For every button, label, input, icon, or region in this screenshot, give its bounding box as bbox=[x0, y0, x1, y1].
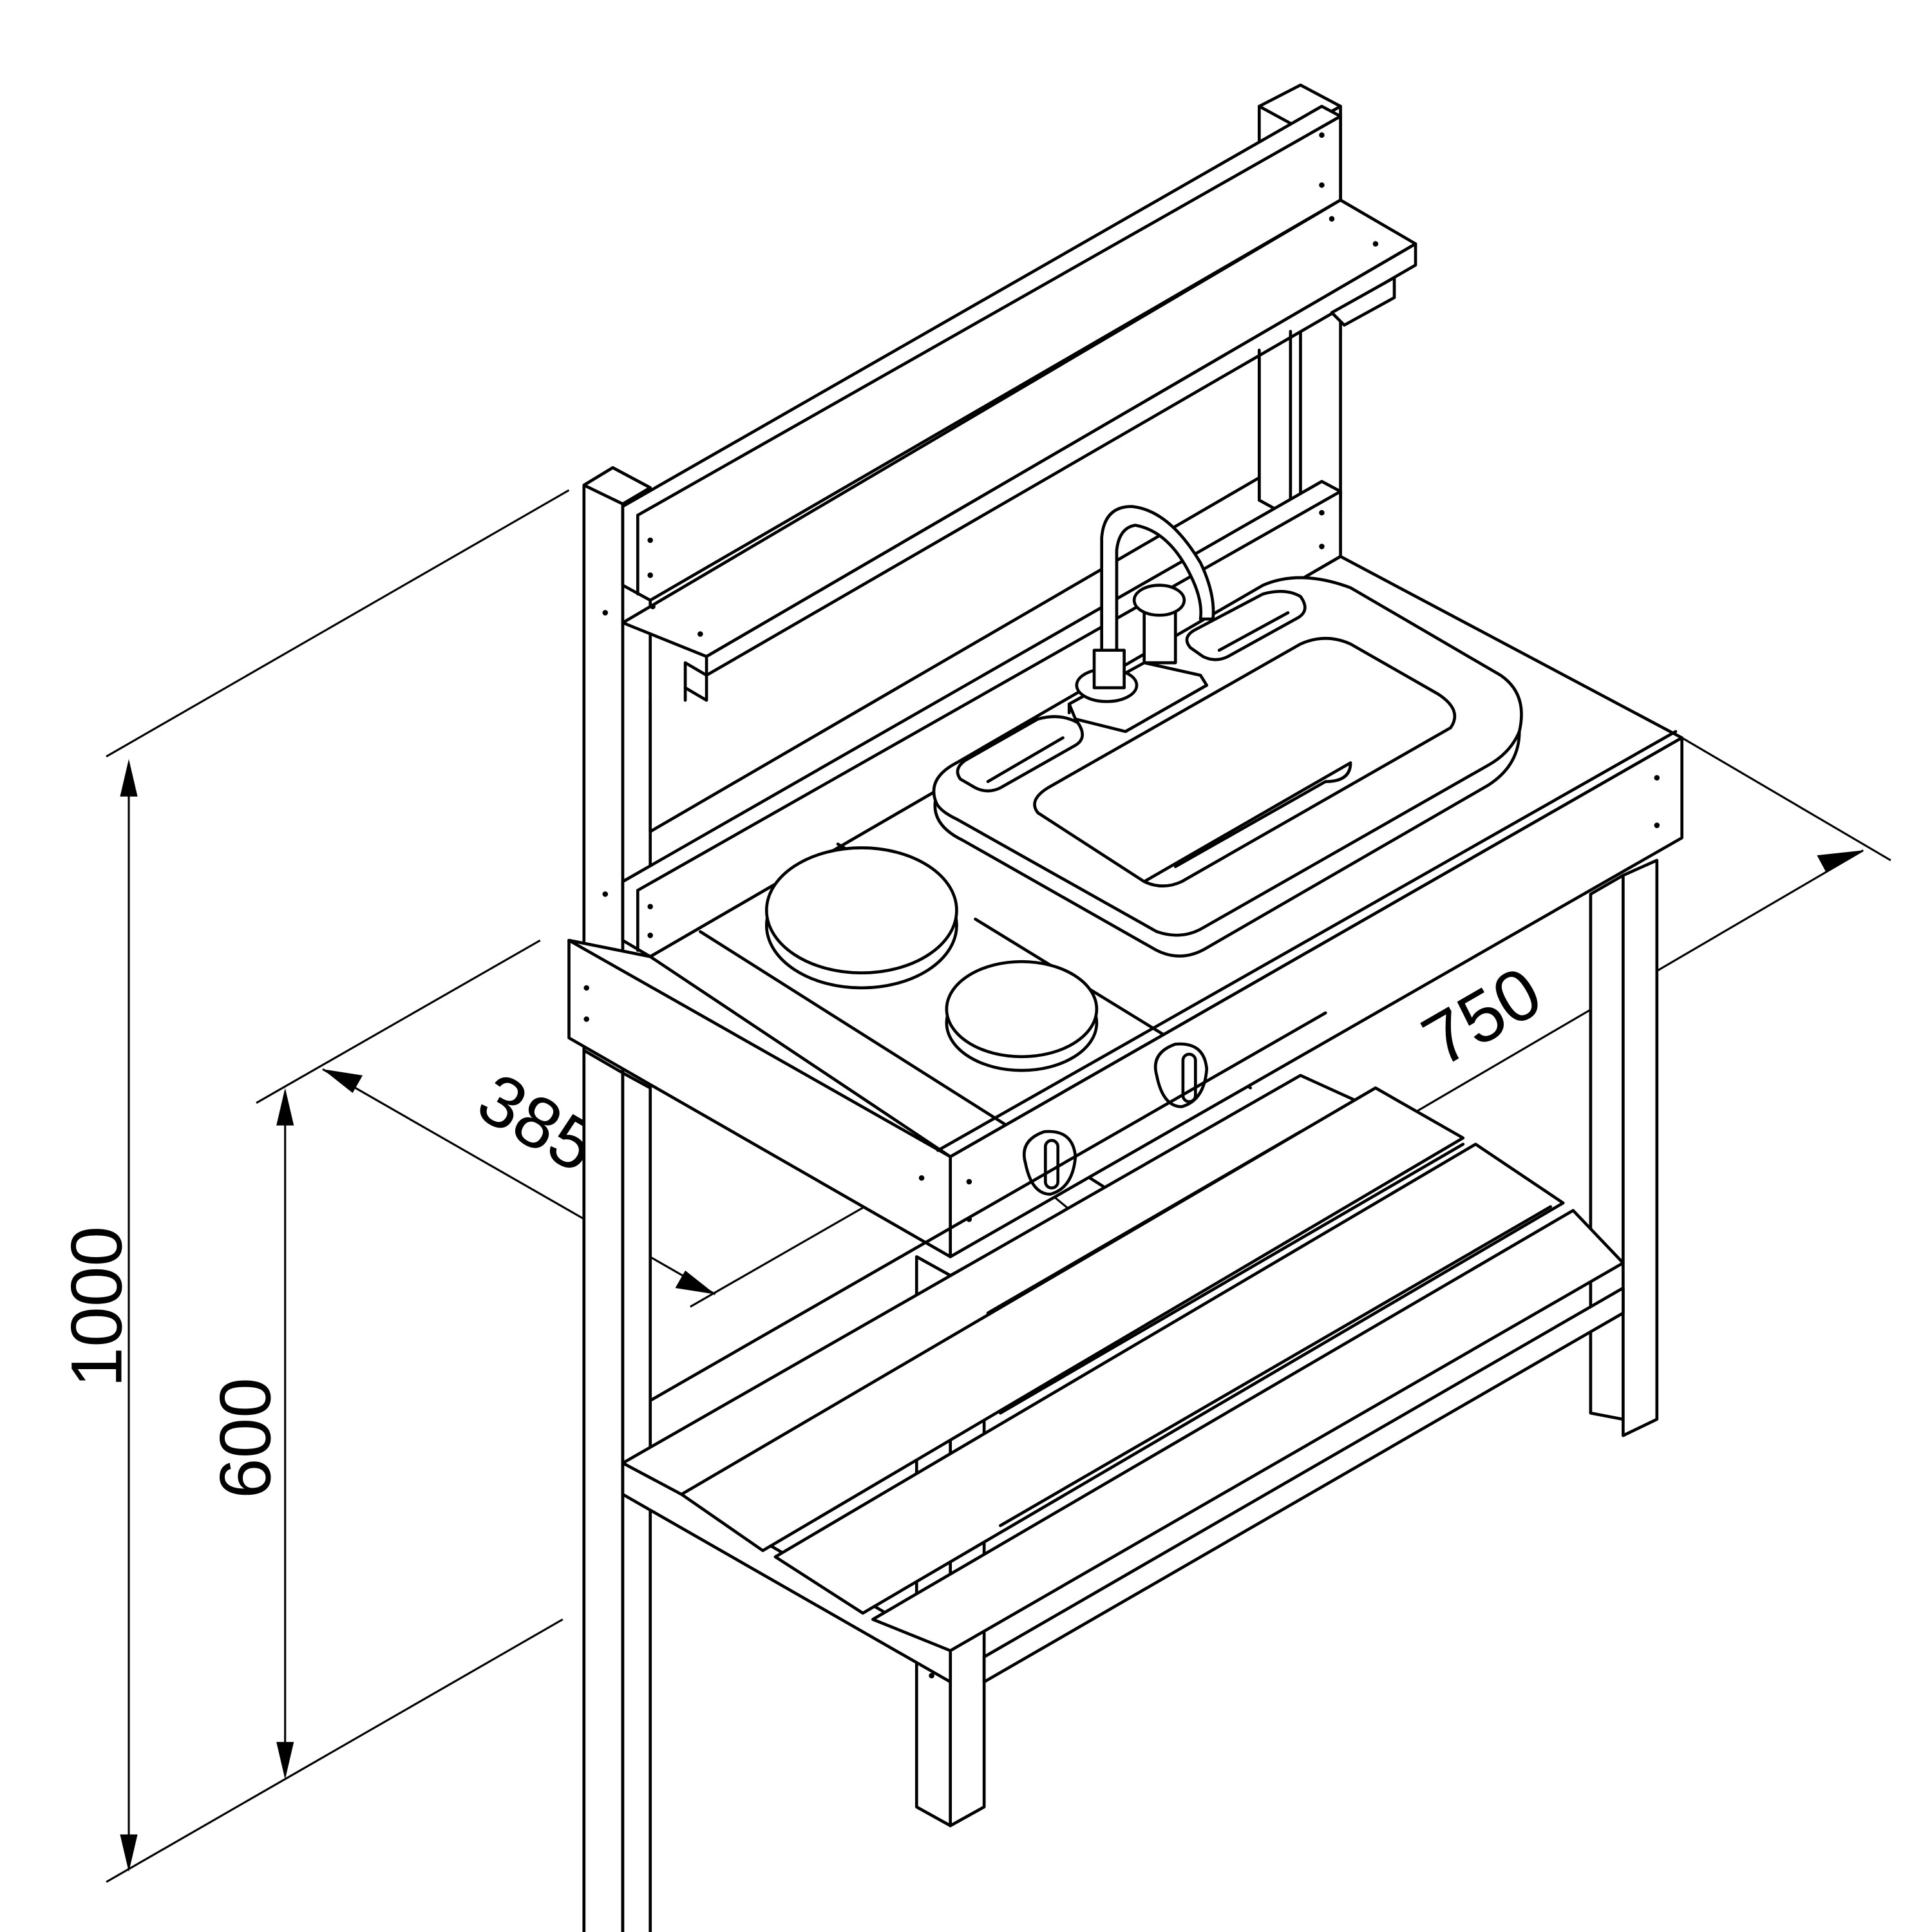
worktop-front-right-rail bbox=[936, 730, 1683, 1258]
dimension-total-height: 1000 bbox=[55, 489, 570, 1883]
lower-shelf-slats bbox=[621, 1074, 1625, 1653]
back-right-leg bbox=[1589, 858, 1659, 1437]
small-burner bbox=[945, 960, 1099, 1072]
height-600-label: 600 bbox=[204, 1378, 285, 1499]
faucet bbox=[1067, 505, 1215, 734]
dimension-worktop-height: 600 bbox=[204, 939, 541, 1780]
upper-shelf bbox=[621, 198, 1417, 702]
height-1000-label: 1000 bbox=[55, 1226, 137, 1388]
sink-unit bbox=[932, 576, 1523, 958]
large-burner bbox=[764, 846, 958, 990]
front-left-leg bbox=[582, 1048, 652, 1932]
lower-shelf-frame bbox=[621, 1011, 1625, 1683]
upper-shelf-supports bbox=[649, 330, 1293, 833]
